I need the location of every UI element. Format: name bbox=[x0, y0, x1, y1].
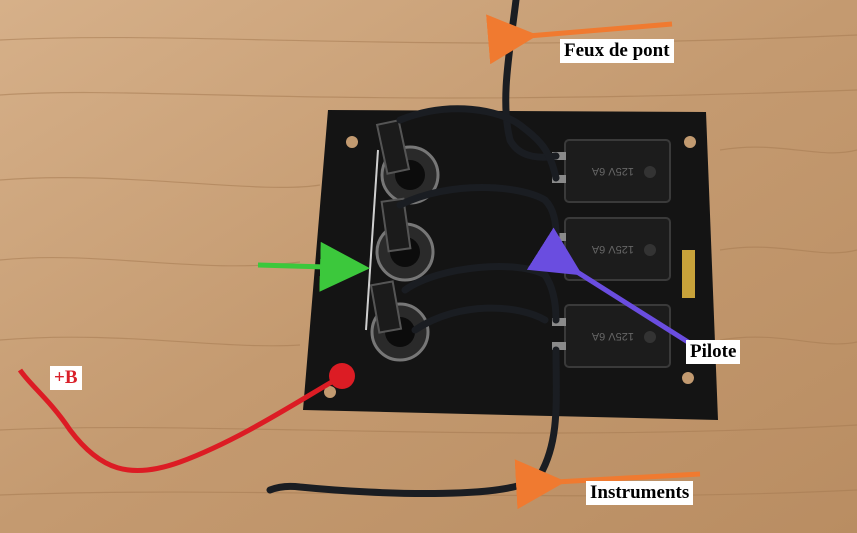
label-plus-b: +B bbox=[50, 366, 82, 390]
arrow-instruments bbox=[514, 459, 701, 510]
fuse-rating-2: 125V 6A bbox=[591, 243, 634, 255]
fuse-rating-3: 125V 6A bbox=[591, 330, 634, 342]
plus-b-terminal bbox=[329, 363, 355, 389]
red-wire bbox=[17, 368, 344, 474]
toggle-switch-1 bbox=[375, 119, 440, 205]
fuse-holder-1: 125V 6A bbox=[564, 139, 671, 203]
wood-grain bbox=[0, 34, 857, 497]
label-feux-de-pont: Feux de pont bbox=[560, 39, 674, 63]
label-pilote: Pilote bbox=[686, 340, 741, 364]
fuse-holder-3: 125V 6A bbox=[564, 304, 671, 368]
arrow-pilote bbox=[526, 227, 690, 345]
fuse-rating-1: 125V 6A bbox=[591, 165, 634, 177]
toggle-switch-2 bbox=[375, 197, 435, 282]
toggle-switch-3 bbox=[369, 280, 430, 362]
label-instruments: Instruments bbox=[586, 481, 694, 505]
yellow-sticker bbox=[682, 250, 695, 298]
wire-instruments bbox=[266, 346, 560, 498]
bridge-wire bbox=[365, 149, 379, 331]
arrow-feux-de-pont bbox=[486, 14, 673, 65]
arrow-bridge bbox=[257, 241, 370, 292]
fuse-holder-2: 125V 6A bbox=[564, 217, 671, 281]
mounting-holes bbox=[324, 136, 696, 398]
